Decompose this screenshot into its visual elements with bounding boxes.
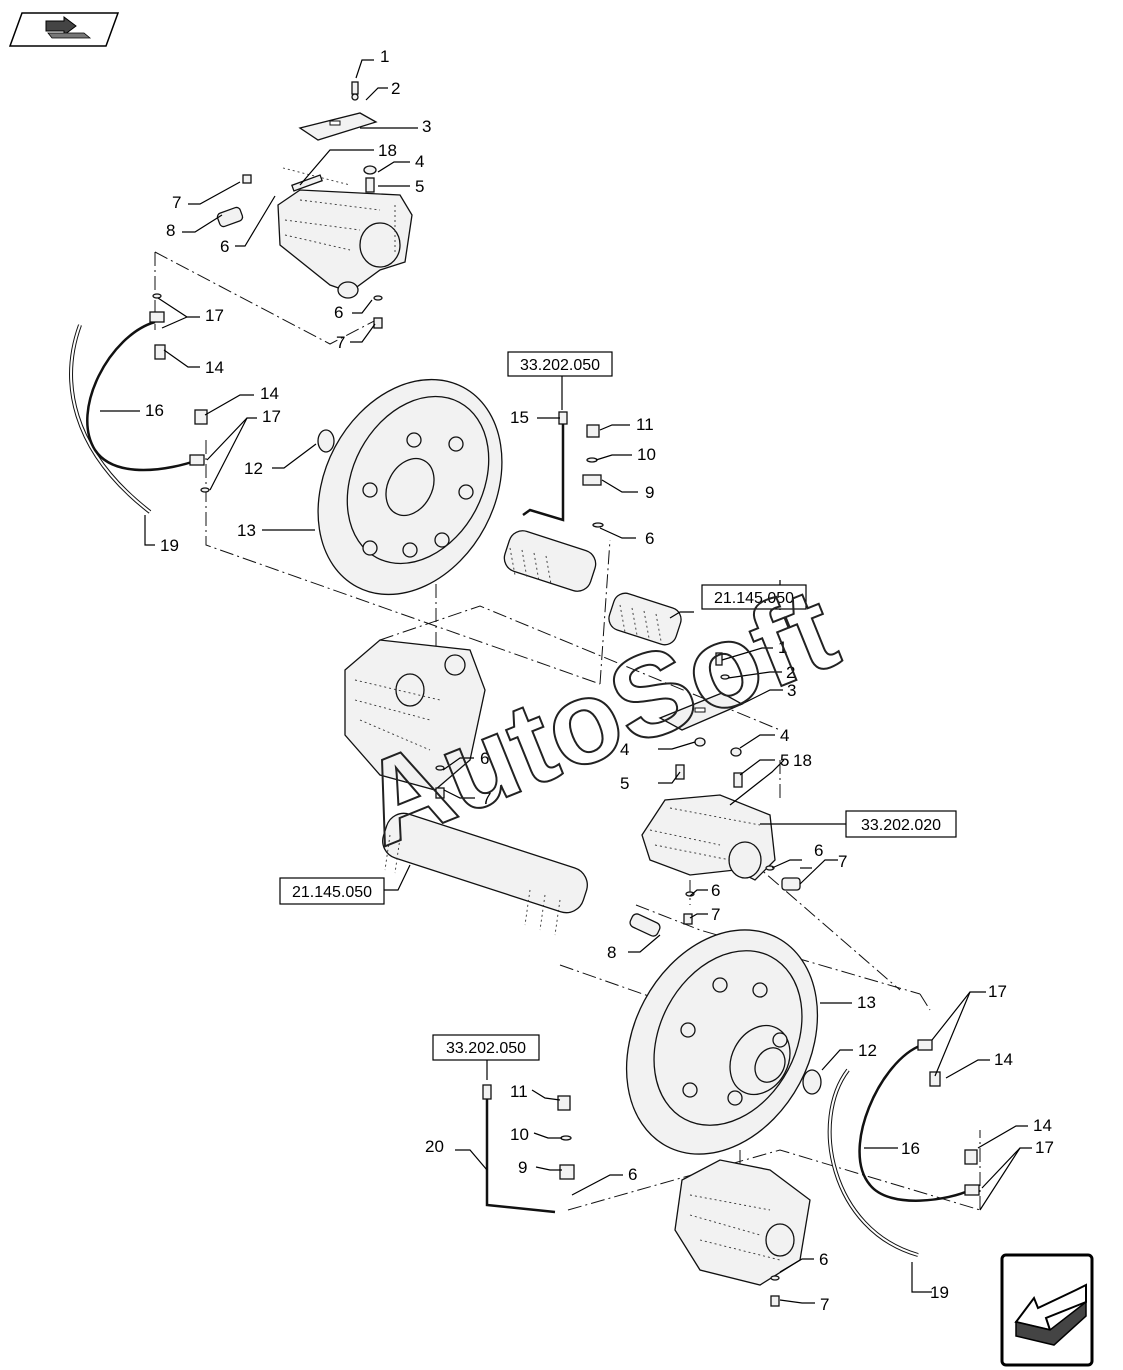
callout: 5 xyxy=(780,751,789,770)
callout: 3 xyxy=(422,117,431,136)
upper-caliper xyxy=(277,189,413,299)
callout: 12 xyxy=(858,1041,877,1060)
callout: 5 xyxy=(620,774,629,793)
back-button[interactable] xyxy=(8,12,120,47)
callout: 17 xyxy=(262,407,281,426)
callout: 4 xyxy=(780,726,789,745)
upper-shafts xyxy=(503,530,682,646)
leader-lines xyxy=(100,59,1032,1304)
callout: 19 xyxy=(930,1283,949,1302)
upper-hoses xyxy=(69,293,210,514)
callout: 10 xyxy=(510,1125,529,1144)
callout: 7 xyxy=(711,905,720,924)
lower-hoses xyxy=(827,1039,980,1257)
callout: 12 xyxy=(244,459,263,478)
callout: 4 xyxy=(415,152,424,171)
callout: 11 xyxy=(636,415,654,434)
callout: 2 xyxy=(786,663,795,682)
reference-links: 33.202.050 21.145.050 33.202.020 21.145.… xyxy=(279,351,957,1061)
callout: 6 xyxy=(819,1250,828,1269)
callout: 7 xyxy=(336,333,345,352)
callout: 18 xyxy=(793,751,812,770)
reference-label: 21.145.050 xyxy=(714,590,794,607)
reference-label: 33.202.050 xyxy=(520,357,600,374)
reference-box[interactable]: 33.202.050 xyxy=(432,1034,540,1061)
callout: 16 xyxy=(145,401,164,420)
lower-caliper xyxy=(629,652,801,937)
callout: 5 xyxy=(415,177,424,196)
callout: 16 xyxy=(901,1139,920,1158)
upper-shim-plate xyxy=(298,81,378,141)
callout: 6 xyxy=(334,303,343,322)
callout: 6 xyxy=(220,237,229,256)
upper-small-parts xyxy=(216,165,383,329)
callout: 15 xyxy=(510,408,529,427)
callout: 2 xyxy=(391,79,400,98)
callout: 9 xyxy=(645,483,654,502)
callout: 9 xyxy=(518,1158,527,1177)
callout: 7 xyxy=(820,1295,829,1314)
reference-label: 21.145.050 xyxy=(292,884,372,901)
upper-brake-pipe xyxy=(522,411,604,528)
reference-box[interactable]: 21.145.050 xyxy=(279,877,385,905)
exit-arrow-icon xyxy=(1014,1283,1087,1346)
callout: 4 xyxy=(620,740,629,759)
callout: 17 xyxy=(1035,1138,1054,1157)
callout: 7 xyxy=(172,193,181,212)
bottom-caliper xyxy=(674,1159,811,1307)
callout-labels: 1 2 3 18 4 5 7 8 6 6 7 17 14 14 16 17 12… xyxy=(145,47,1054,1314)
reference-label: 33.202.050 xyxy=(446,1040,526,1057)
middle-caliper xyxy=(344,639,486,799)
callout: 6 xyxy=(628,1165,637,1184)
callout: 14 xyxy=(994,1050,1013,1069)
back-arrow-icon xyxy=(45,16,92,39)
lower-brake-pipe xyxy=(482,1084,575,1214)
callout: 6 xyxy=(711,881,720,900)
lower-shaft xyxy=(382,812,588,936)
callout: 7 xyxy=(482,789,491,808)
reference-box[interactable]: 21.145.050 xyxy=(701,584,807,610)
callout: 18 xyxy=(378,141,397,160)
callout: 17 xyxy=(988,982,1007,1001)
reference-label: 33.202.020 xyxy=(861,817,941,834)
callout: 8 xyxy=(166,221,175,240)
callout: 8 xyxy=(607,943,616,962)
callout: 10 xyxy=(637,445,656,464)
callout: 6 xyxy=(645,529,654,548)
reference-box[interactable]: 33.202.020 xyxy=(845,810,957,838)
callout: 20 xyxy=(425,1137,444,1156)
reference-box[interactable]: 33.202.050 xyxy=(507,351,613,377)
callout: 7 xyxy=(838,852,847,871)
callout: 6 xyxy=(480,749,489,768)
callout: 11 xyxy=(510,1082,528,1101)
lower-brake-disc xyxy=(625,929,822,1155)
callout: 13 xyxy=(857,993,876,1012)
callout: 3 xyxy=(787,681,796,700)
callout: 17 xyxy=(205,306,224,325)
callout: 19 xyxy=(160,536,179,555)
callout: 13 xyxy=(237,521,256,540)
callout: 6 xyxy=(814,841,823,860)
callout: 14 xyxy=(205,358,224,377)
exit-button[interactable] xyxy=(1000,1253,1094,1367)
callout: 1 xyxy=(380,47,389,66)
callout: 1 xyxy=(778,638,787,657)
callout: 14 xyxy=(260,384,279,403)
callout: 14 xyxy=(1033,1116,1052,1135)
upper-brake-disc xyxy=(317,378,503,596)
